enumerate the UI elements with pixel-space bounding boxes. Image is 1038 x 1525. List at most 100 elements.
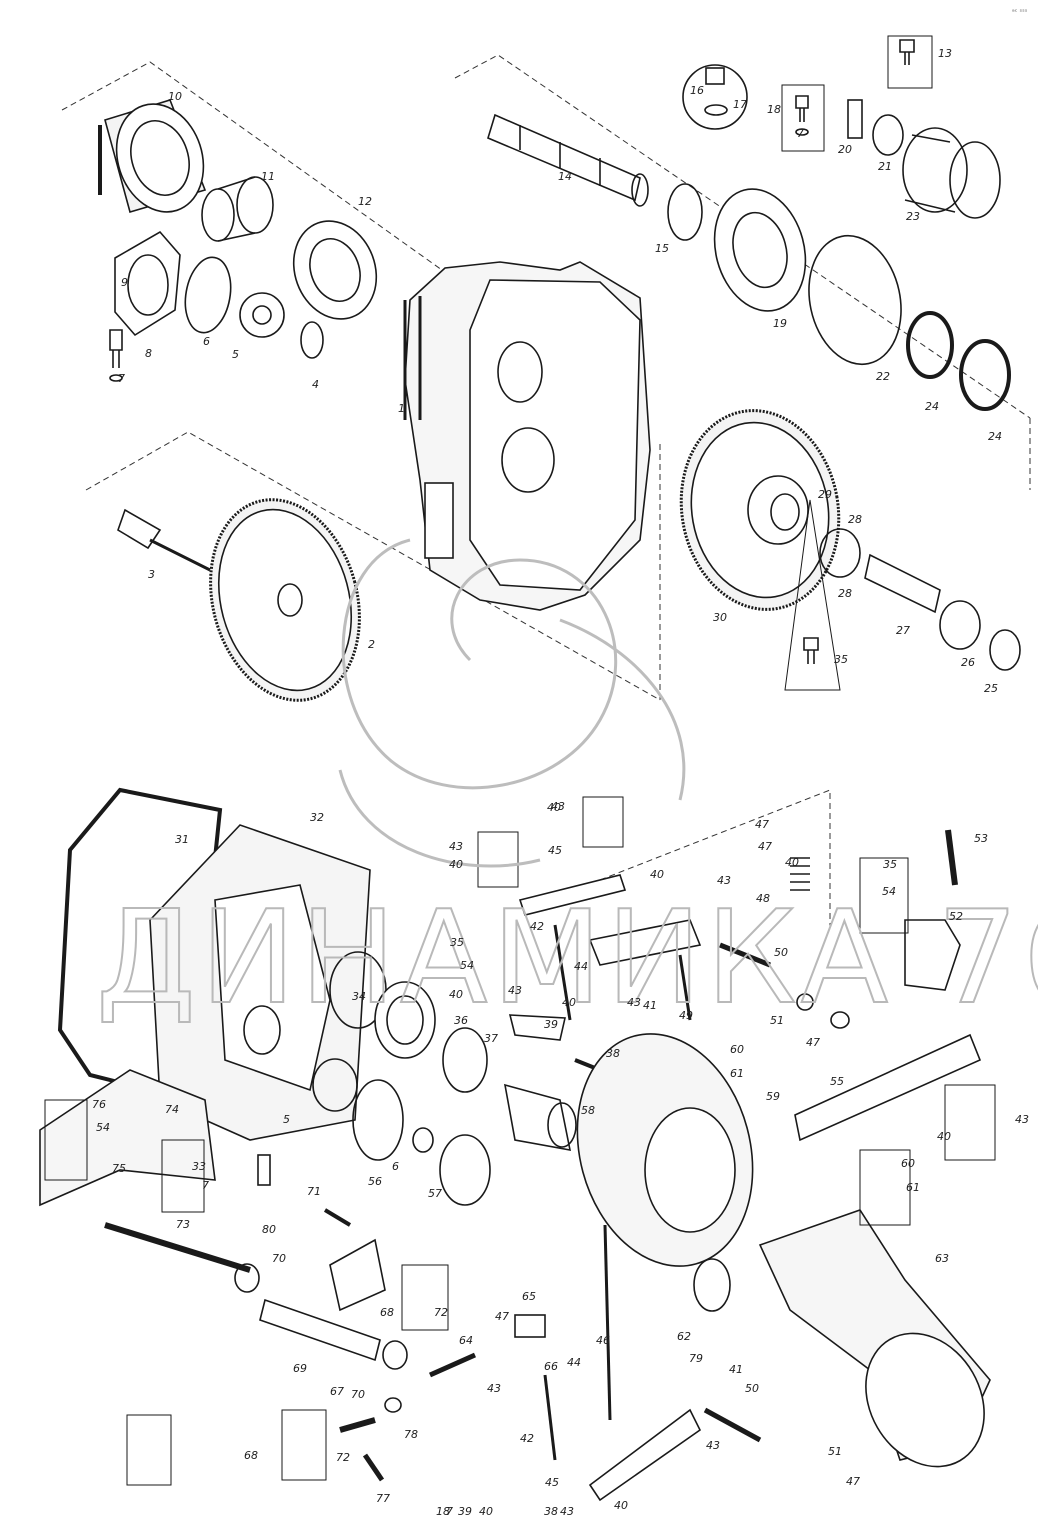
bolt-box-43-40-top [582, 796, 624, 848]
callout-39: 39 [544, 1018, 558, 1031]
callout-7-4: 7 [446, 1505, 453, 1518]
callout-18-2: 18 [436, 1505, 450, 1518]
flange-57 [439, 1134, 491, 1206]
stud-50-lower [703, 1407, 762, 1443]
corner-mark: ᵃᶜ ˢˢˢ [1012, 8, 1028, 16]
callout-51-2: 51 [828, 1445, 842, 1458]
callout-28-2: 28 [848, 513, 862, 526]
washer-17 [704, 104, 728, 116]
callout-13: 13 [938, 47, 952, 60]
callout-54-3: 54 [96, 1121, 110, 1134]
callout-40-3: 40 [785, 856, 799, 869]
callout-66: 66 [544, 1360, 558, 1373]
bolt-8 [109, 329, 123, 368]
callout-37: 37 [484, 1032, 498, 1045]
spring-48 [790, 857, 810, 891]
callout-43: 43 [449, 840, 463, 853]
callout-43-5: 43 [627, 996, 641, 1009]
callout-50-2: 50 [745, 1382, 759, 1395]
callout-44-2: 44 [567, 1356, 581, 1369]
callout-12: 12 [358, 195, 372, 208]
bracket-39 [508, 1014, 566, 1041]
callout-71: 71 [307, 1185, 321, 1198]
gear-2 [209, 498, 361, 702]
callout-53: 53 [974, 832, 988, 845]
callout-61: 61 [730, 1067, 744, 1080]
lock-plate-20 [847, 99, 863, 139]
callout-3: 3 [148, 568, 155, 581]
callout-17: 17 [733, 98, 747, 111]
callout-41-2: 41 [729, 1363, 743, 1376]
callout-11: 11 [261, 170, 275, 183]
callout-58: 58 [581, 1104, 595, 1117]
bearing-10 [98, 99, 207, 213]
callout-70-2: 70 [351, 1388, 365, 1401]
callout-62: 62 [677, 1330, 691, 1343]
bearing-cap-19 [713, 188, 807, 312]
callout-28: 28 [838, 587, 852, 600]
callout-47-5: 47 [846, 1475, 860, 1488]
bolt-box-43-40 [944, 1084, 996, 1161]
callout-78: 78 [404, 1428, 418, 1441]
lever-68 [329, 1238, 386, 1312]
callout-14: 14 [558, 170, 572, 183]
callout-43-6: 43 [1015, 1113, 1029, 1126]
callout-1: 1 [398, 402, 405, 415]
callout-49: 49 [679, 1009, 693, 1022]
callout-47: 47 [755, 818, 769, 831]
callout-2: 2 [368, 638, 375, 651]
callout-57: 57 [428, 1187, 442, 1200]
bushing-11 [201, 176, 274, 242]
washer-4 [300, 321, 324, 359]
callout-9: 9 [121, 276, 128, 289]
callout-23: 23 [906, 210, 920, 223]
shaft-27 [864, 553, 941, 614]
washer-6-lower [352, 1079, 404, 1161]
upper-assembly [98, 35, 1021, 702]
callout-43-9: 43 [706, 1439, 720, 1452]
seal-24a [906, 311, 954, 379]
callout-35-2: 35 [450, 936, 464, 949]
nut-56 [412, 1127, 434, 1153]
shaft-55 [794, 1033, 982, 1142]
callout-4: 4 [312, 378, 319, 391]
plug-detail-circle [682, 64, 748, 130]
callout-8: 8 [145, 347, 152, 360]
pinion-shaft-3 [117, 508, 211, 572]
callout-50: 50 [774, 946, 788, 959]
callout-68-2: 68 [244, 1449, 258, 1462]
callout-70: 70 [272, 1252, 286, 1265]
main-housing-1 [403, 261, 651, 611]
callout-72: 72 [434, 1306, 448, 1319]
housing-63 [758, 1209, 991, 1468]
washer-21 [872, 114, 904, 156]
bracket-52 [904, 919, 961, 991]
callout-54: 54 [882, 885, 896, 898]
callout-24: 24 [925, 400, 939, 413]
bearing-5 [239, 292, 285, 338]
callout-6-2: 6 [392, 1160, 399, 1173]
callout-43-4: 43 [508, 984, 522, 997]
pin-80 [257, 1154, 271, 1186]
callout-75: 75 [112, 1162, 126, 1175]
bolt-box-13 [887, 35, 933, 89]
callout-64: 64 [459, 1334, 473, 1347]
callout-22: 22 [876, 370, 890, 383]
callout-59: 59 [766, 1090, 780, 1103]
callout-38: 38 [606, 1047, 620, 1060]
housing-59 [576, 1033, 754, 1267]
callout-35: 35 [834, 653, 848, 666]
lever-41-upper [518, 874, 627, 916]
callout-6: 6 [203, 335, 210, 348]
callout-24-2: 24 [988, 430, 1002, 443]
callout-42-2: 42 [520, 1432, 534, 1445]
callout-32: 32 [310, 811, 324, 824]
callout-40-2: 40 [547, 801, 561, 814]
callout-40-7: 40 [937, 1130, 951, 1143]
callout-74: 74 [165, 1103, 179, 1116]
bolt-box-60-61 [859, 1149, 911, 1226]
shaft-73 [104, 1222, 251, 1273]
callout-60: 60 [730, 1043, 744, 1056]
